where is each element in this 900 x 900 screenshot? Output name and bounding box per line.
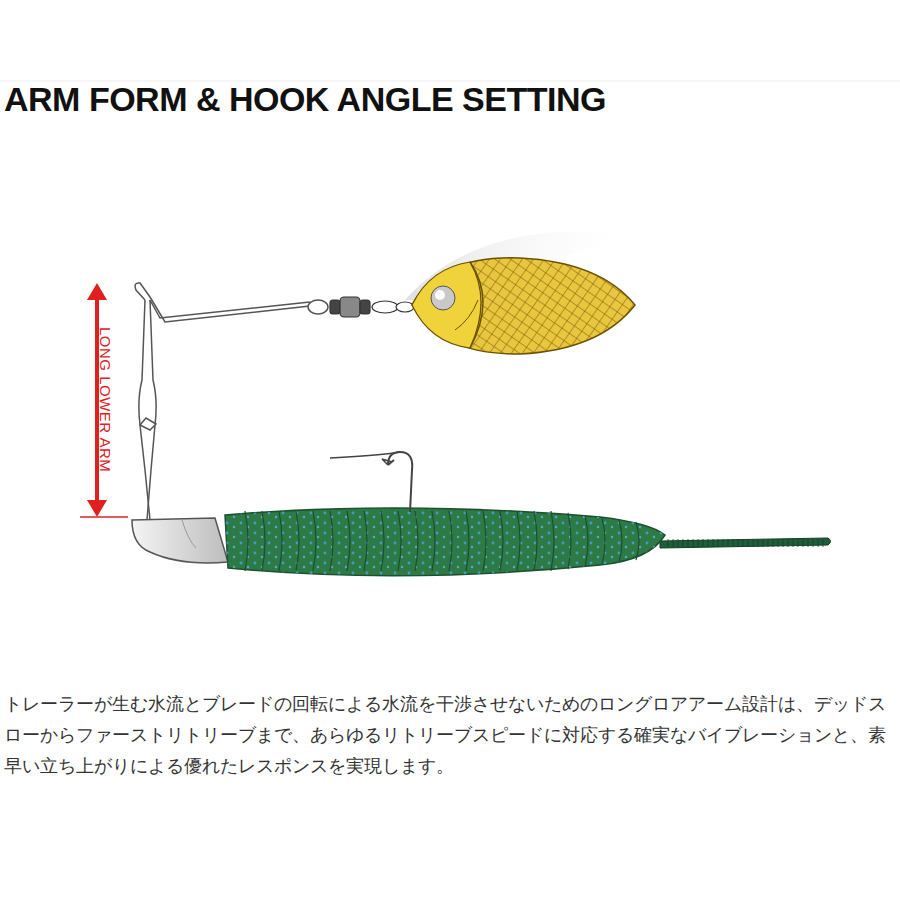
dimension-label: LONG LOWER ARM <box>97 327 114 472</box>
hook-point <box>330 452 400 458</box>
hook <box>388 452 412 512</box>
jig-head-line <box>182 520 196 548</box>
wire-arm <box>135 283 328 520</box>
willow-blade <box>412 258 635 354</box>
caption: トレーラーが生む水流とブレードの回転による水流を干渉させないためのロングロアアー… <box>4 688 896 781</box>
jig-head <box>132 518 228 563</box>
hook-barb <box>382 459 392 465</box>
dimension-arrow <box>80 283 128 517</box>
title: ARM FORM & HOOK ANGLE SETTING <box>4 80 606 119</box>
swivel <box>330 297 414 317</box>
soft-worm-trailer <box>225 508 831 576</box>
